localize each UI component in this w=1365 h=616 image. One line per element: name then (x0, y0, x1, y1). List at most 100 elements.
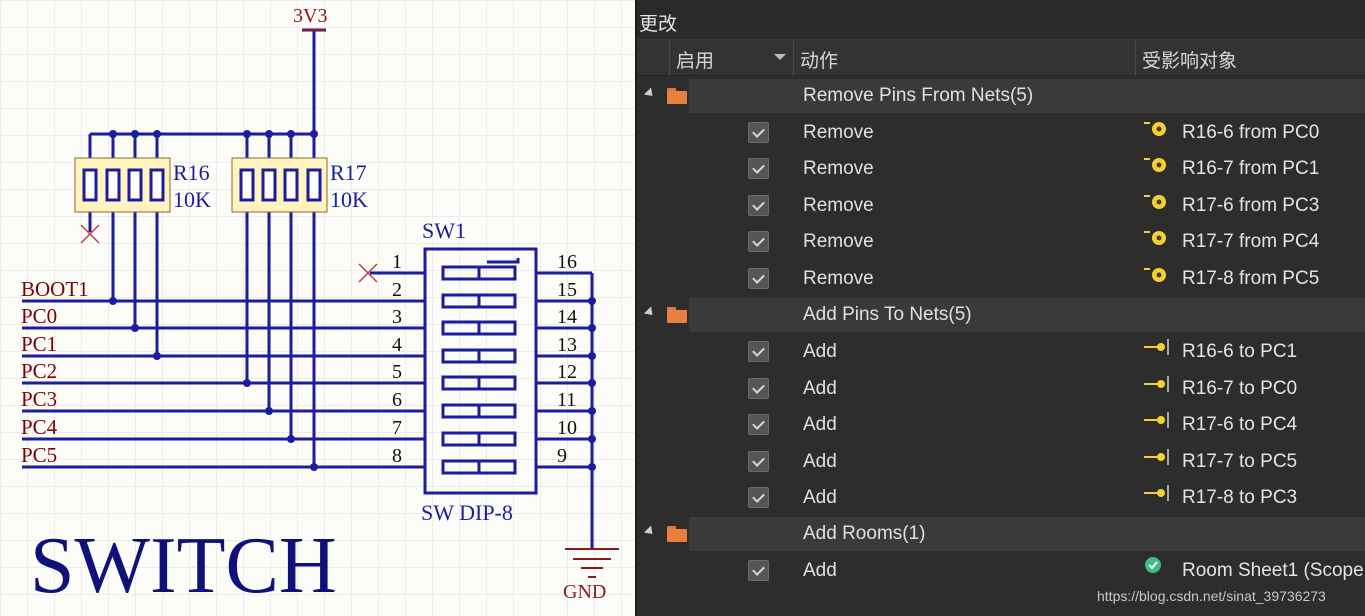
enable-checkbox[interactable] (748, 414, 769, 435)
action-label: Add (803, 414, 837, 435)
action-label: Remove (803, 268, 874, 289)
enable-checkbox[interactable] (748, 268, 769, 289)
pin-number: 16 (557, 251, 577, 273)
pin-number: 12 (557, 361, 577, 383)
pin-add-icon (1144, 412, 1169, 428)
enable-checkbox[interactable] (748, 560, 769, 581)
affected-object-label: R16-7 to PC0 (1182, 378, 1298, 399)
change-row[interactable]: Remove R17-7 from PC4 (637, 223, 1365, 259)
enable-checkbox[interactable] (748, 451, 769, 472)
pin-remove-icon (1144, 122, 1166, 136)
affected-object-label: R16-6 from PC0 (1182, 122, 1320, 143)
collapse-triangle-icon[interactable] (643, 306, 657, 319)
r16-value: 10K (173, 187, 211, 212)
enable-checkbox[interactable] (748, 231, 769, 252)
column-header-row: 启用 动作 受影响对象 (637, 40, 1365, 76)
group-label: Add Pins To Nets(5) (803, 304, 972, 325)
dip-switch-sw1[interactable] (423, 247, 538, 495)
pin-number: 2 (392, 279, 402, 301)
right-pin-numbers: 16 15 14 13 12 11 10 9 (557, 251, 577, 467)
change-row[interactable]: Add Room Sheet1 (Scope (637, 552, 1365, 588)
net-label-pc1: PC1 (21, 332, 57, 356)
pin-add-icon (1144, 485, 1169, 501)
affected-object-label: R17-6 from PC3 (1182, 195, 1320, 216)
engineering-change-order-panel: 更改 启用 动作 受影响对象 Remove Pins From Nets(5) … (635, 0, 1365, 616)
change-row[interactable]: Remove R17-6 from PC3 (637, 187, 1365, 223)
pin-number: 9 (557, 445, 567, 467)
affected-object-label: R17-6 to PC4 (1182, 414, 1298, 435)
column-header-enable[interactable]: 启用 (669, 40, 793, 76)
action-label: Remove (803, 231, 874, 252)
sw1-ref: SW1 (422, 218, 466, 243)
ground-symbol (565, 548, 619, 578)
group-label: Remove Pins From Nets(5) (803, 85, 1034, 106)
ground-net-label: GND (563, 581, 606, 603)
no-connect-marks (80, 224, 378, 283)
net-label-boot1: BOOT1 (21, 277, 89, 301)
pin-remove-icon (1144, 268, 1166, 282)
pin-number: 14 (557, 306, 577, 328)
group-row-add-pins[interactable]: Add Pins To Nets(5) (637, 297, 1365, 333)
pin-number: 8 (392, 445, 402, 467)
change-row[interactable]: Remove R17-8 from PC5 (637, 260, 1365, 296)
power-net-label: 3V3 (293, 5, 327, 27)
action-label: Remove (803, 195, 874, 216)
enable-checkbox[interactable] (748, 158, 769, 179)
pin-number: 15 (557, 279, 577, 301)
column-header-affected-object[interactable]: 受影响对象 (1135, 40, 1365, 76)
pin-remove-icon (1144, 231, 1166, 245)
watermark-url: https://blog.csdn.net/sinat_39736273 (1097, 588, 1326, 604)
column-header-enable-label: 启用 (676, 51, 715, 72)
r17-ref: R17 (330, 160, 367, 185)
column-header-action[interactable]: 动作 (793, 40, 1137, 76)
enable-checkbox[interactable] (748, 487, 769, 508)
net-labels: BOOT1 PC0 PC1 PC2 PC3 PC4 PC5 (21, 277, 89, 467)
change-row[interactable]: Add R16-7 to PC0 (637, 370, 1365, 406)
affected-object-label: R16-6 to PC1 (1182, 341, 1298, 362)
net-label-pc3: PC3 (21, 387, 57, 411)
sw1-part: SW DIP-8 (421, 500, 513, 525)
affected-object-label: R16-7 from PC1 (1182, 158, 1320, 179)
pin-number: 7 (392, 417, 402, 439)
schematic-view[interactable]: 3V3 GND R16 10K R17 10K SW1 SW DIP-8 1 2… (0, 0, 635, 616)
affected-object-label: R17-8 from PC5 (1182, 268, 1320, 289)
room-icon (1145, 557, 1161, 573)
pin-number: 4 (392, 334, 402, 356)
change-row[interactable]: Add R17-7 to PC5 (637, 443, 1365, 479)
group-row-add-rooms[interactable]: Add Rooms(1) (637, 516, 1365, 552)
collapse-triangle-icon[interactable] (643, 87, 657, 100)
enable-checkbox[interactable] (748, 195, 769, 216)
pin-number: 1 (392, 251, 402, 273)
pin-number: 13 (557, 334, 577, 356)
pin-add-icon (1144, 376, 1169, 392)
affected-object-label: R17-8 to PC3 (1182, 487, 1298, 508)
enable-checkbox[interactable] (748, 341, 769, 362)
affected-object-label: R17-7 from PC4 (1182, 231, 1320, 252)
net-label-pc0: PC0 (21, 304, 57, 328)
folder-icon (667, 307, 689, 323)
folder-icon (667, 88, 689, 104)
pin-number: 6 (392, 389, 402, 411)
sort-dropdown-icon[interactable] (774, 54, 786, 60)
affected-object-label: R17-7 to PC5 (1182, 451, 1298, 472)
collapse-triangle-icon[interactable] (643, 525, 657, 538)
pin-remove-icon (1144, 158, 1166, 172)
affected-object-label: Room Sheet1 (Scope (1182, 560, 1364, 581)
left-pin-numbers: 1 2 3 4 5 6 7 8 (392, 251, 402, 467)
schematic-canvas: 3V3 GND R16 10K R17 10K SW1 SW DIP-8 1 2… (21, 5, 619, 610)
change-row[interactable]: Add R17-8 to PC3 (637, 479, 1365, 515)
change-row[interactable]: Remove R16-6 from PC0 (637, 114, 1365, 150)
wires (22, 28, 594, 548)
change-row[interactable]: Add R17-6 to PC4 (637, 406, 1365, 442)
enable-checkbox[interactable] (748, 378, 769, 399)
pin-number: 5 (392, 361, 402, 383)
action-label: Add (803, 451, 837, 472)
change-row[interactable]: Add R16-6 to PC1 (637, 333, 1365, 369)
folder-icon (667, 526, 689, 542)
action-label: Add (803, 378, 837, 399)
group-row-remove-pins[interactable]: Remove Pins From Nets(5) (637, 78, 1365, 114)
resistor-pack-r17[interactable] (231, 157, 328, 213)
resistor-pack-r16[interactable] (74, 157, 171, 213)
change-row[interactable]: Remove R16-7 from PC1 (637, 150, 1365, 186)
enable-checkbox[interactable] (748, 122, 769, 143)
